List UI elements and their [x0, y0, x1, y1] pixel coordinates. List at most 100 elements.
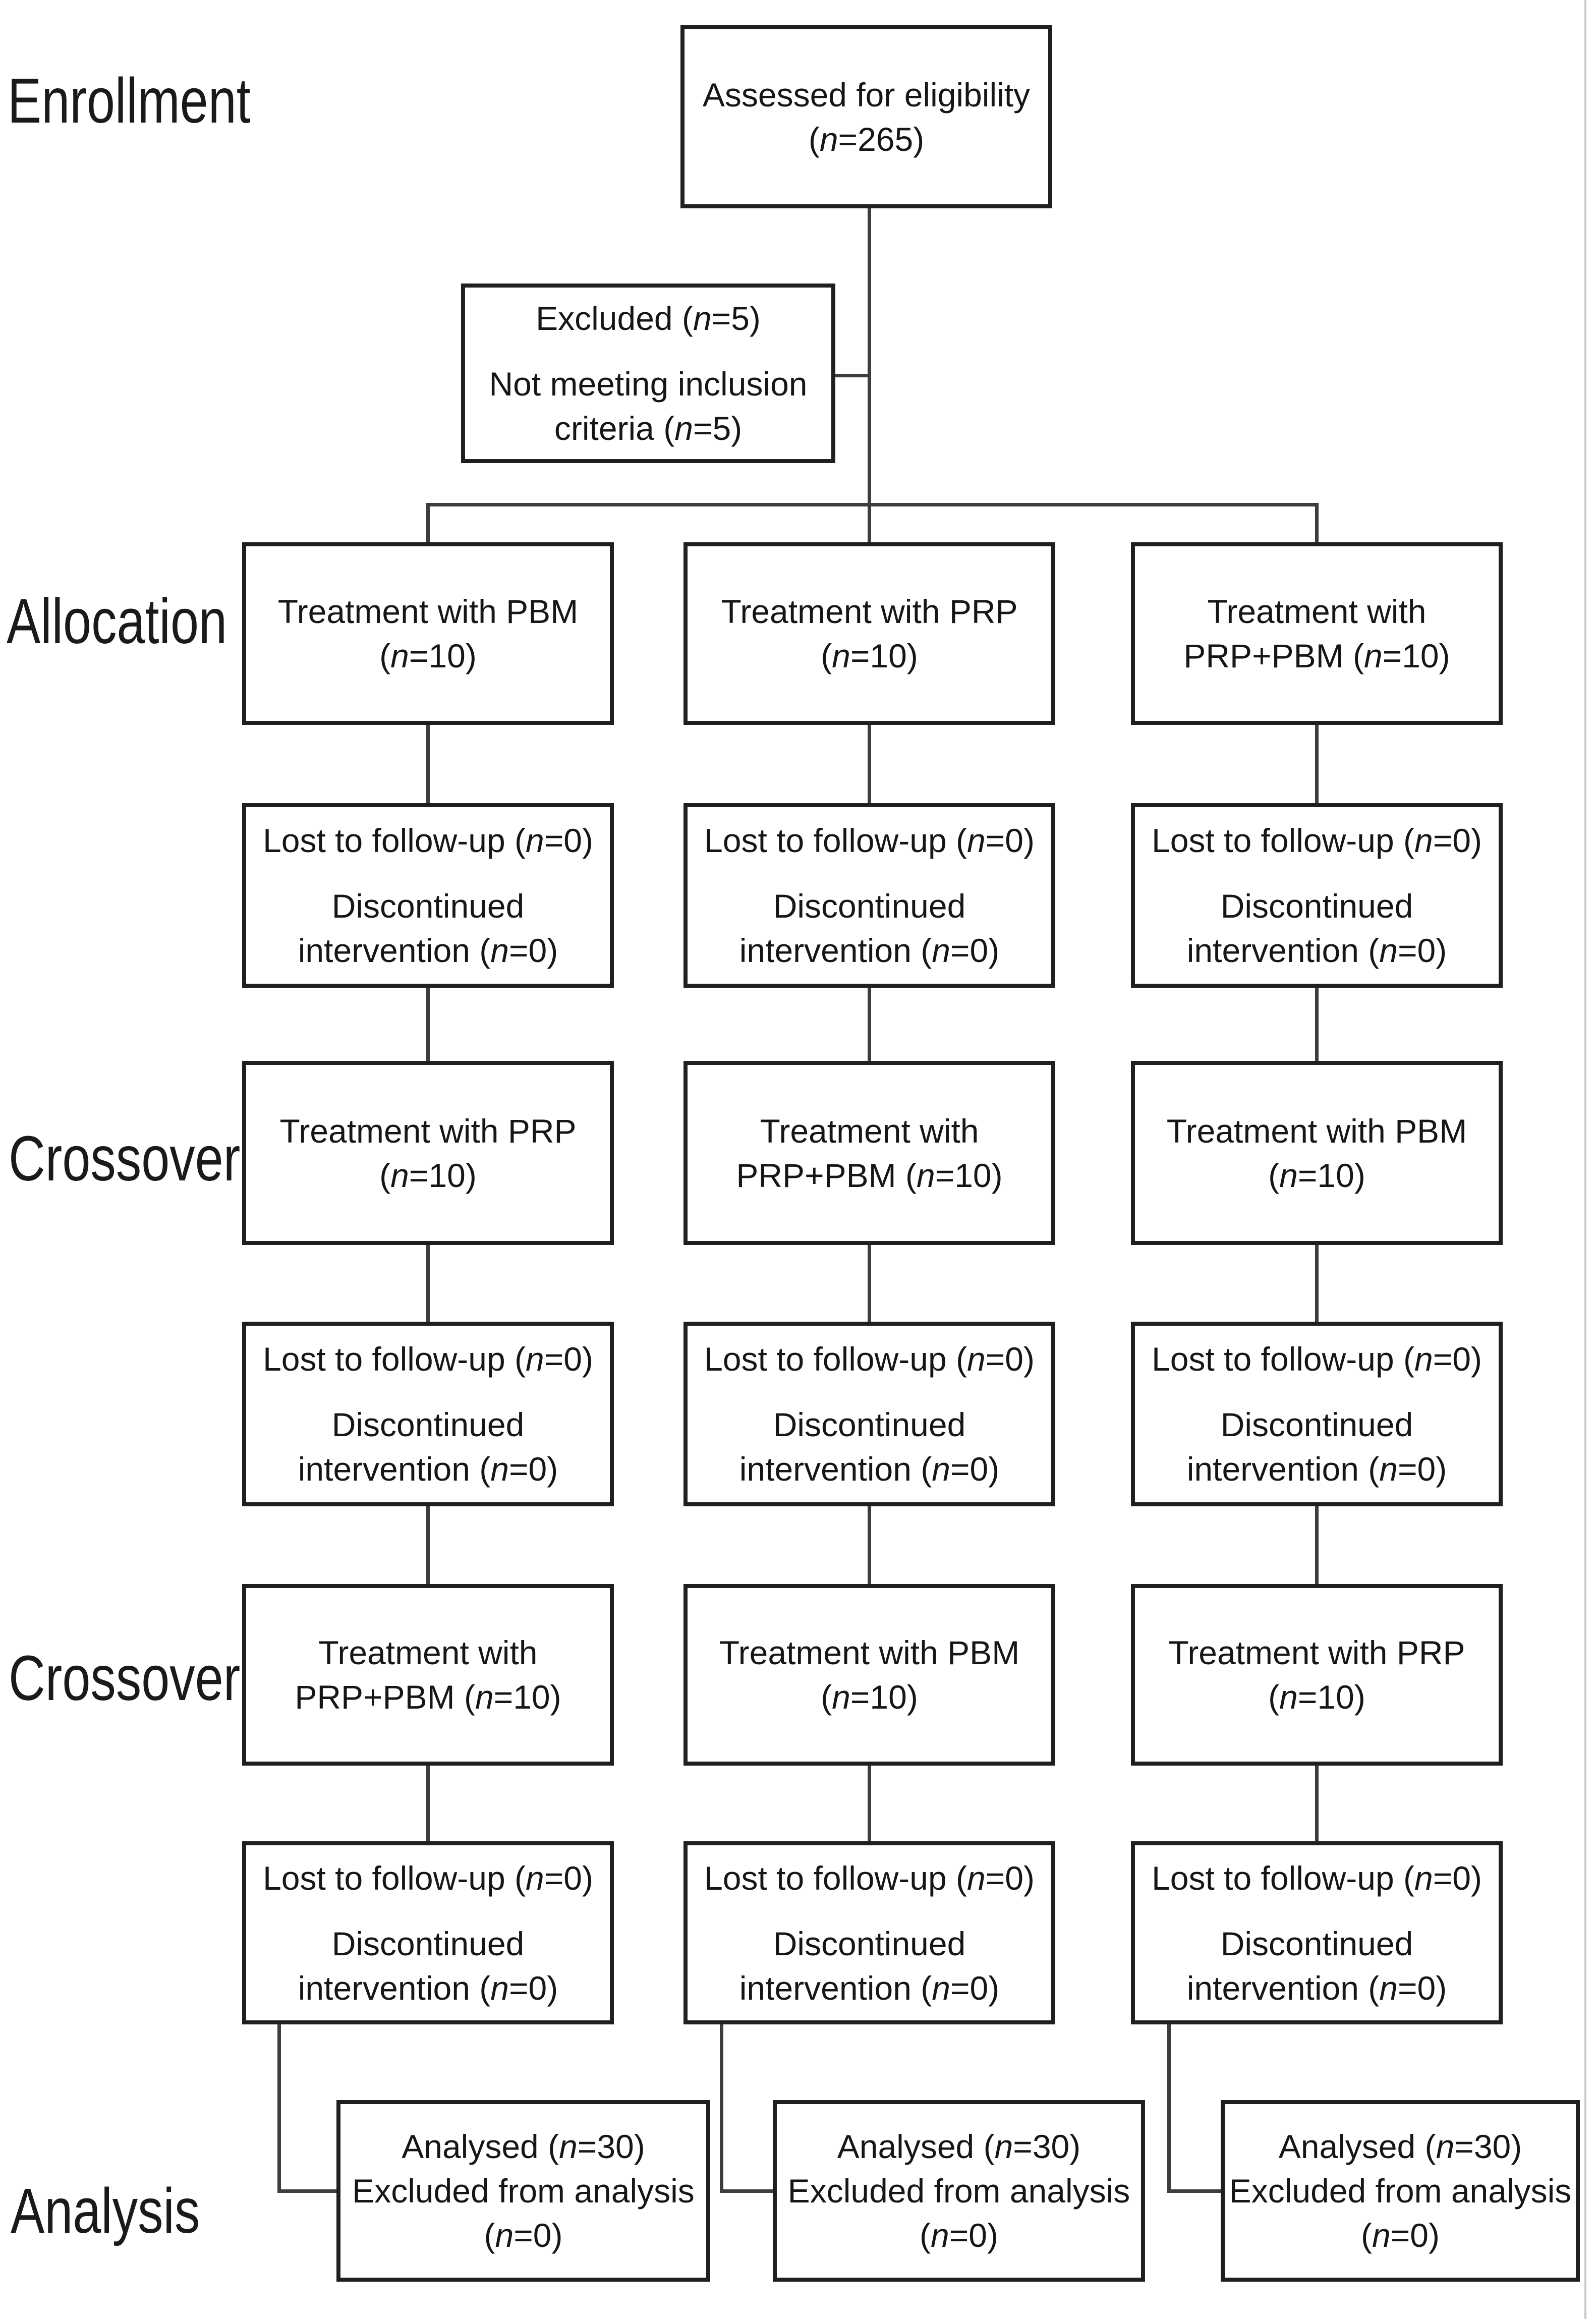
- box-analysis-col1: Analysed (n=30) Excluded from analysis (…: [336, 2100, 710, 2282]
- page-edge-line: [1584, 0, 1586, 2319]
- box-allocation-col1-pbm: Treatment with PBM (n=10): [242, 542, 614, 725]
- connector-col1-followup1-to-crossover1: [426, 988, 430, 1061]
- box-line: Analysed (n=30): [1278, 2128, 1522, 2165]
- box-line: (n=0): [920, 2217, 998, 2254]
- stage-label-crossover-1: Crossover: [9, 1123, 241, 1194]
- box-line: intervention (n=0): [739, 1450, 1000, 1488]
- box-allocation-col3-prp-pbm: Treatment with PRP+PBM (n=10): [1131, 542, 1503, 725]
- box-line: Lost to follow-up (n=0): [704, 1859, 1035, 1897]
- box-line: Lost to follow-up (n=0): [263, 1340, 593, 1378]
- connector-col1-crossover1-to-followup2: [426, 1245, 430, 1322]
- box-line: Analysed (n=30): [402, 2128, 645, 2165]
- connector-col1-elbow-horizontal: [277, 2189, 338, 2193]
- box-line: PRP+PBM (n=10): [295, 1678, 561, 1716]
- connector-col1-crossover2-to-followup3: [426, 1766, 430, 1841]
- box-line: Excluded from analysis: [787, 2172, 1130, 2210]
- box-line: (n=10): [821, 637, 918, 674]
- box-line: (n=10): [379, 637, 477, 674]
- stage-label-allocation: Allocation: [7, 586, 227, 657]
- connector-col2-elbow-horizontal: [720, 2189, 774, 2193]
- box-line: Lost to follow-up (n=0): [263, 1859, 593, 1897]
- box-line: intervention (n=0): [1186, 1969, 1447, 2007]
- box-followup1-col1: Lost to follow-up (n=0) Discontinued int…: [242, 803, 614, 988]
- box-line: Lost to follow-up (n=0): [704, 822, 1035, 859]
- box-line: intervention (n=0): [298, 1450, 558, 1488]
- connector-col3-elbow-horizontal: [1167, 2189, 1222, 2193]
- box-line: (n=10): [1268, 1156, 1365, 1194]
- connector-col3-elbow-vertical: [1167, 2024, 1171, 2193]
- box-line: Treatment with: [760, 1112, 979, 1150]
- connector-col2-followup1-to-crossover1: [868, 988, 871, 1061]
- connector-branch-horizontal: [426, 503, 1319, 506]
- box-line: Treatment with PRP: [279, 1112, 577, 1150]
- box-line: Excluded from analysis: [1229, 2172, 1572, 2210]
- box-line: Treatment with PBM: [277, 593, 579, 630]
- box-line: Discontinued: [1220, 887, 1413, 925]
- box-crossover2-col1-prp-pbm: Treatment with PRP+PBM (n=10): [242, 1584, 614, 1766]
- box-line: intervention (n=0): [1186, 1450, 1447, 1488]
- box-crossover2-col2-pbm: Treatment with PBM (n=10): [683, 1584, 1055, 1766]
- box-line: Analysed (n=30): [837, 2128, 1081, 2165]
- box-followup1-col3: Lost to follow-up (n=0) Discontinued int…: [1131, 803, 1503, 988]
- stage-label-enrollment: Enrollment: [8, 65, 251, 136]
- box-assessed-eligibility: Assessed for eligibility (n=265): [680, 25, 1052, 208]
- box-line: Discontinued: [773, 1925, 966, 1962]
- box-line: Treatment with PBM: [719, 1634, 1020, 1671]
- connector-col3-followup1-to-crossover1: [1315, 988, 1319, 1061]
- box-allocation-col2-prp: Treatment with PRP (n=10): [683, 542, 1055, 725]
- connector-col2-allocation-to-followup1: [868, 725, 871, 803]
- box-line: Treatment with PRP: [1168, 1634, 1465, 1671]
- box-line: Discontinued: [773, 887, 966, 925]
- stage-label-analysis: Analysis: [11, 2175, 200, 2246]
- box-analysis-col3: Analysed (n=30) Excluded from analysis (…: [1221, 2100, 1580, 2282]
- box-line: Not meeting inclusion: [489, 365, 808, 403]
- box-line: Treatment with: [1207, 593, 1427, 630]
- box-line: Discontinued: [331, 1925, 525, 1962]
- box-line: intervention (n=0): [1186, 932, 1447, 969]
- box-followup1-col2: Lost to follow-up (n=0) Discontinued int…: [683, 803, 1055, 988]
- connector-col1-followup2-to-crossover2: [426, 1506, 430, 1584]
- box-line: Discontinued: [1220, 1925, 1413, 1962]
- box-line: criteria (n=5): [554, 410, 743, 447]
- connector-col2-elbow-vertical: [720, 2024, 723, 2193]
- connector-branch-to-col3: [1315, 504, 1319, 542]
- box-line: PRP+PBM (n=10): [1183, 637, 1450, 674]
- box-line: Treatment with PBM: [1166, 1112, 1467, 1150]
- box-line: Assessed for eligibility: [702, 76, 1031, 114]
- connector-col2-crossover2-to-followup3: [868, 1766, 871, 1841]
- box-followup2-col1: Lost to follow-up (n=0) Discontinued int…: [242, 1322, 614, 1506]
- box-line: intervention (n=0): [298, 932, 558, 969]
- box-line: (n=10): [1268, 1678, 1365, 1716]
- connector-col2-followup2-to-crossover2: [868, 1506, 871, 1584]
- box-line: Discontinued: [773, 1406, 966, 1443]
- connector-col2-crossover1-to-followup2: [868, 1245, 871, 1322]
- box-line: Lost to follow-up (n=0): [263, 822, 593, 859]
- box-crossover1-col2-prp-pbm: Treatment with PRP+PBM (n=10): [683, 1061, 1055, 1245]
- box-line: intervention (n=0): [739, 932, 1000, 969]
- box-followup3-col3: Lost to follow-up (n=0) Discontinued int…: [1131, 1841, 1503, 2024]
- box-line: Discontinued: [331, 887, 525, 925]
- box-line: (n=10): [821, 1678, 918, 1716]
- box-followup3-col2: Lost to follow-up (n=0) Discontinued int…: [683, 1841, 1055, 2024]
- box-crossover1-col1-prp: Treatment with PRP (n=10): [242, 1061, 614, 1245]
- connector-excluded-stub: [835, 374, 871, 377]
- box-line: Excluded (n=5): [536, 300, 761, 337]
- box-line: (n=0): [484, 2217, 563, 2254]
- box-line: Discontinued: [331, 1406, 525, 1443]
- box-line: Treatment with: [318, 1634, 538, 1671]
- box-line: Lost to follow-up (n=0): [704, 1340, 1035, 1378]
- stage-label-crossover-2: Crossover: [9, 1643, 241, 1714]
- connector-col3-crossover2-to-followup3: [1315, 1766, 1319, 1841]
- box-crossover1-col3-pbm: Treatment with PBM (n=10): [1131, 1061, 1503, 1245]
- connector-col3-followup2-to-crossover2: [1315, 1506, 1319, 1584]
- box-line: (n=0): [1361, 2217, 1440, 2254]
- box-followup2-col3: Lost to follow-up (n=0) Discontinued int…: [1131, 1322, 1503, 1506]
- connector-col3-allocation-to-followup1: [1315, 725, 1319, 803]
- box-followup2-col2: Lost to follow-up (n=0) Discontinued int…: [683, 1322, 1055, 1506]
- box-crossover2-col3-prp: Treatment with PRP (n=10): [1131, 1584, 1503, 1766]
- box-line: Excluded from analysis: [352, 2172, 695, 2210]
- box-line: (n=10): [379, 1156, 477, 1194]
- connector-col1-allocation-to-followup1: [426, 725, 430, 803]
- connector-col1-elbow-vertical: [277, 2024, 281, 2193]
